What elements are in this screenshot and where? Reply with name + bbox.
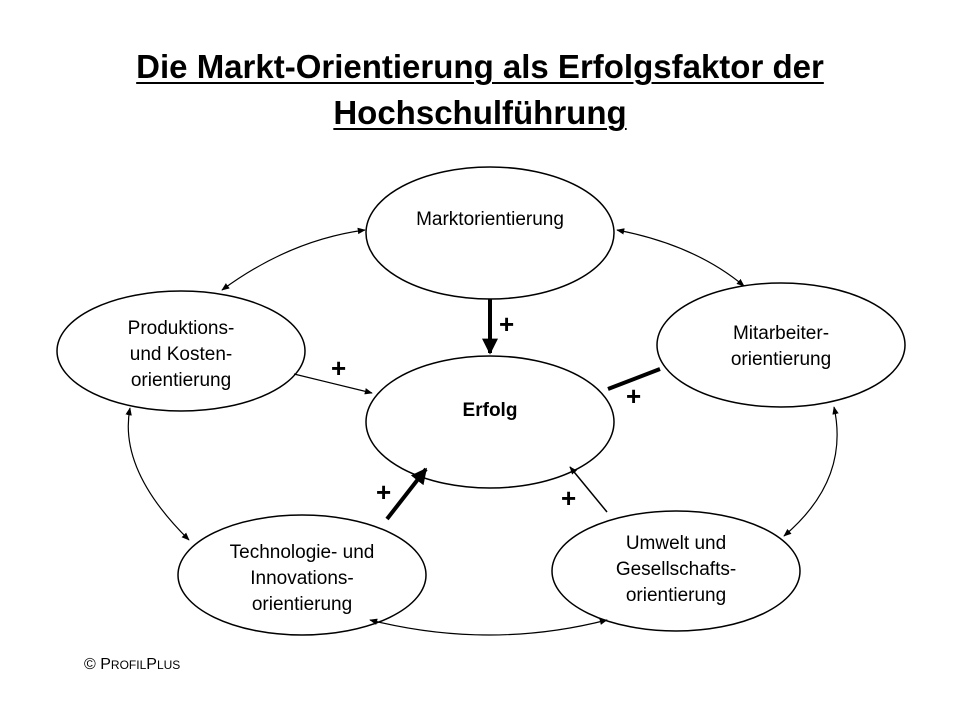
node-mitarbeiter-line-1: Mitarbeiter- <box>732 323 830 344</box>
node-center-text: Erfolg <box>462 400 518 421</box>
copyright-p2-small: LUS <box>156 658 181 672</box>
node-umwelt-ellipse <box>551 510 801 632</box>
title-line-2: Hochschulführung <box>333 94 627 131</box>
node-technologie-line-2: Innovations- <box>250 568 354 589</box>
node-umwelt-line-2: Gesellschafts- <box>615 559 737 580</box>
influence-mitarbeiter-line <box>607 367 661 391</box>
node-mitarbeiter-line-2: orientierung <box>730 349 832 370</box>
node-mitarbeiter-label: Mitarbeiter- orientierung <box>657 321 905 373</box>
node-umwelt-line-3: orientierung <box>625 585 727 606</box>
node-markt-label: Marktorientierung <box>366 207 614 233</box>
node-produktion-line-3: orientierung <box>130 370 232 391</box>
plus-produktion: + <box>331 353 347 383</box>
copyright-p2: P <box>146 656 157 673</box>
node-markt-ellipse <box>365 166 615 300</box>
title-line-1: Die Markt-Orientierung als Erfolgsfaktor… <box>136 48 824 85</box>
link-technologie-produktion <box>125 407 190 541</box>
plus-markt: + <box>499 309 515 339</box>
copyright-symbol: © <box>84 656 96 673</box>
node-technologie-label: Technologie- und Innovations- orientieru… <box>178 540 426 618</box>
node-technologie-line-1: Technologie- und <box>229 542 375 563</box>
influence-technologie-arrow <box>385 467 428 521</box>
node-mitarbeiter-ellipse <box>656 282 906 408</box>
node-technologie-line-3: orientierung <box>251 594 353 615</box>
page-title: Die Markt-Orientierung als Erfolgsfaktor… <box>0 44 960 136</box>
plus-technologie: + <box>376 477 392 507</box>
node-center-label: Erfolg <box>366 398 614 424</box>
node-umwelt-line-1: Umwelt und <box>625 533 727 554</box>
node-umwelt-label: Umwelt und Gesellschafts- orientierung <box>552 531 800 609</box>
node-produktion-line-2: und Kosten- <box>129 344 233 365</box>
node-center-ellipse <box>365 355 615 489</box>
copyright-p1: P <box>100 656 111 673</box>
node-produktion-label: Produktions- und Kosten- orientierung <box>57 316 305 394</box>
copyright-p1-small: ROFIL <box>110 658 147 672</box>
plus-mitarbeiter: + <box>626 381 642 411</box>
link-markt-mitarbeiter <box>616 228 745 287</box>
node-produktion-line-1: Produktions- <box>127 318 235 339</box>
copyright-notice: © PROFILPLUS <box>84 656 180 674</box>
plus-umwelt: + <box>561 483 577 513</box>
link-umwelt-technologie <box>369 618 608 636</box>
node-markt-text: Marktorientierung <box>416 209 564 230</box>
influence-umwelt-arrow <box>569 466 608 513</box>
link-mitarbeiter-umwelt <box>783 406 839 537</box>
influence-produktion-arrow <box>293 373 373 395</box>
node-technologie-ellipse <box>177 514 427 636</box>
link-produktion-markt <box>221 227 366 291</box>
